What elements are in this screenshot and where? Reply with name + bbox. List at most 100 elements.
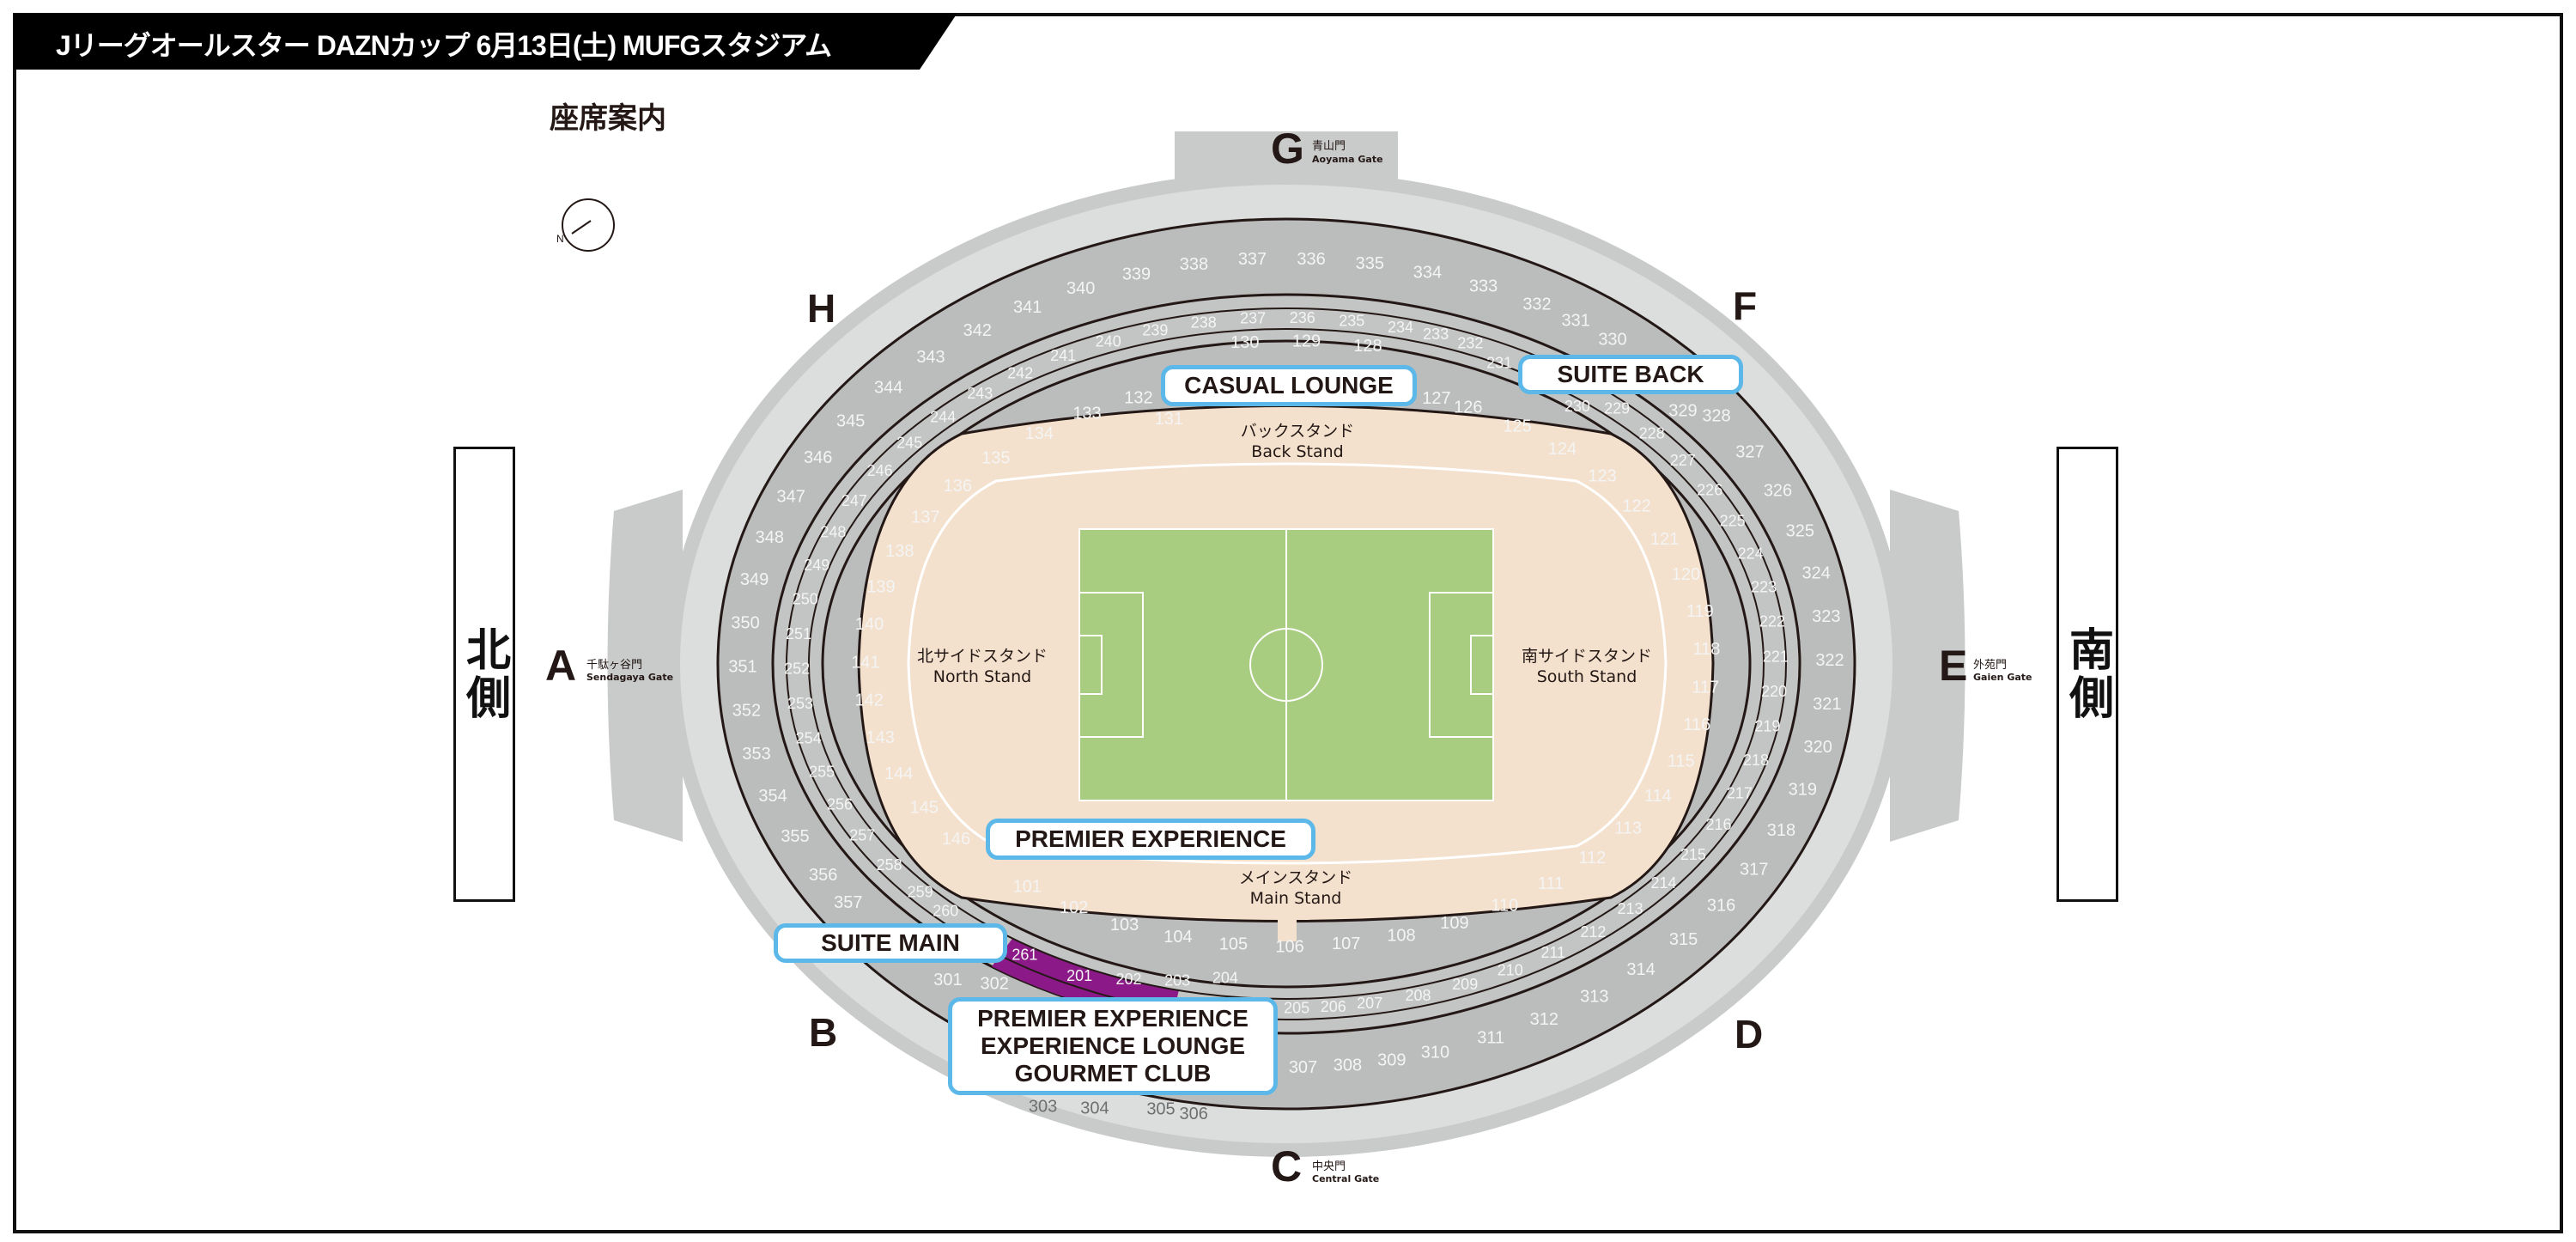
section-241[interactable]: 241	[1050, 347, 1076, 364]
section-347[interactable]: 347	[777, 487, 805, 506]
section-335[interactable]: 335	[1356, 254, 1384, 273]
section-325[interactable]: 325	[1786, 521, 1814, 540]
section-301[interactable]: 301	[933, 971, 962, 989]
section-115[interactable]: 115	[1668, 752, 1695, 771]
section-306[interactable]: 306	[1180, 1105, 1208, 1123]
section-353[interactable]: 353	[742, 745, 770, 764]
section-124[interactable]: 124	[1548, 440, 1577, 459]
section-319[interactable]: 319	[1789, 780, 1817, 799]
section-329[interactable]: 329	[1668, 401, 1697, 420]
section-354[interactable]: 354	[758, 787, 787, 806]
section-145[interactable]: 145	[910, 798, 939, 817]
section-244[interactable]: 244	[930, 408, 956, 425]
section-348[interactable]: 348	[756, 528, 784, 547]
section-260[interactable]: 260	[933, 902, 958, 919]
section-209[interactable]: 209	[1452, 976, 1478, 993]
section-308[interactable]: 308	[1334, 1056, 1362, 1075]
section-128[interactable]: 128	[1353, 337, 1382, 356]
section-311[interactable]: 311	[1477, 1029, 1504, 1048]
section-238[interactable]: 238	[1191, 314, 1217, 332]
section-255[interactable]: 255	[809, 763, 835, 780]
section-251[interactable]: 251	[786, 625, 811, 642]
section-221[interactable]: 221	[1763, 648, 1789, 665]
section-257[interactable]: 257	[849, 827, 875, 844]
section-110[interactable]: 110	[1491, 896, 1518, 915]
gate-a[interactable]: A 千駄ヶ谷門 Sendagaya Gate	[545, 642, 673, 690]
section-234[interactable]: 234	[1388, 319, 1413, 336]
section-258[interactable]: 258	[877, 856, 902, 874]
section-109[interactable]: 109	[1440, 914, 1468, 933]
section-217[interactable]: 217	[1727, 784, 1753, 801]
section-250[interactable]: 250	[793, 591, 818, 608]
section-343[interactable]: 343	[916, 348, 945, 367]
section-108[interactable]: 108	[1387, 927, 1415, 946]
section-327[interactable]: 327	[1735, 442, 1764, 461]
section-220[interactable]: 220	[1761, 683, 1787, 700]
section-214[interactable]: 214	[1650, 874, 1676, 892]
section-317[interactable]: 317	[1740, 860, 1768, 879]
section-247[interactable]: 247	[841, 492, 867, 509]
section-117[interactable]: 117	[1692, 678, 1719, 697]
section-116[interactable]: 116	[1683, 715, 1710, 734]
section-315[interactable]: 315	[1669, 930, 1698, 949]
section-225[interactable]: 225	[1720, 512, 1746, 529]
section-259[interactable]: 259	[908, 884, 933, 901]
section-261[interactable]: 261	[1012, 947, 1037, 964]
section-337[interactable]: 337	[1238, 250, 1267, 269]
section-121[interactable]: 121	[1650, 530, 1679, 549]
section-322[interactable]: 322	[1815, 651, 1844, 670]
section-107[interactable]: 107	[1332, 935, 1360, 953]
section-320[interactable]: 320	[1804, 738, 1832, 757]
section-104[interactable]: 104	[1163, 928, 1192, 947]
section-222[interactable]: 222	[1759, 613, 1785, 630]
section-204[interactable]: 204	[1212, 970, 1238, 987]
section-228[interactable]: 228	[1639, 424, 1665, 441]
section-336[interactable]: 336	[1297, 250, 1325, 269]
section-140[interactable]: 140	[855, 615, 884, 634]
section-332[interactable]: 332	[1522, 295, 1551, 314]
section-131[interactable]: 131	[1155, 410, 1183, 429]
section-213[interactable]: 213	[1617, 900, 1643, 917]
section-256[interactable]: 256	[827, 795, 853, 813]
section-136[interactable]: 136	[944, 477, 972, 496]
section-254[interactable]: 254	[796, 729, 822, 746]
section-323[interactable]: 323	[1812, 607, 1840, 626]
section-111[interactable]: 111	[1538, 874, 1564, 893]
section-236[interactable]: 236	[1290, 309, 1315, 326]
section-346[interactable]: 346	[804, 448, 832, 467]
section-118[interactable]: 118	[1692, 640, 1720, 659]
section-340[interactable]: 340	[1066, 279, 1095, 298]
section-112[interactable]: 112	[1578, 849, 1606, 868]
section-246[interactable]: 246	[867, 462, 893, 479]
section-349[interactable]: 349	[740, 570, 769, 589]
gate-f[interactable]: F	[1733, 283, 1757, 328]
section-138[interactable]: 138	[885, 542, 914, 561]
section-125[interactable]: 125	[1503, 417, 1531, 435]
section-215[interactable]: 215	[1680, 846, 1706, 863]
section-333[interactable]: 333	[1469, 277, 1498, 295]
gate-h[interactable]: H	[807, 286, 835, 331]
section-318[interactable]: 318	[1767, 821, 1795, 840]
section-339[interactable]: 339	[1122, 265, 1151, 283]
section-206[interactable]: 206	[1321, 998, 1346, 1015]
section-233[interactable]: 233	[1423, 326, 1449, 343]
section-134[interactable]: 134	[1025, 424, 1054, 443]
section-356[interactable]: 356	[809, 866, 837, 885]
section-239[interactable]: 239	[1142, 321, 1168, 338]
section-211[interactable]: 211	[1540, 944, 1565, 961]
section-223[interactable]: 223	[1751, 579, 1777, 596]
section-120[interactable]: 120	[1672, 565, 1700, 584]
section-207[interactable]: 207	[1357, 995, 1382, 1012]
section-324[interactable]: 324	[1802, 564, 1831, 583]
section-123[interactable]: 123	[1588, 466, 1616, 485]
casual-lounge-callout[interactable]: CASUAL LOUNGE	[1161, 365, 1417, 406]
section-305[interactable]: 305	[1146, 1099, 1175, 1118]
section-208[interactable]: 208	[1405, 987, 1431, 1004]
section-252[interactable]: 252	[784, 661, 810, 678]
gate-g[interactable]: G 青山門 Aoyama Gate	[1271, 125, 1383, 173]
section-341[interactable]: 341	[1013, 298, 1042, 317]
section-129[interactable]: 129	[1292, 332, 1321, 351]
section-224[interactable]: 224	[1738, 545, 1764, 562]
section-330[interactable]: 330	[1598, 331, 1626, 350]
section-314[interactable]: 314	[1626, 960, 1655, 979]
